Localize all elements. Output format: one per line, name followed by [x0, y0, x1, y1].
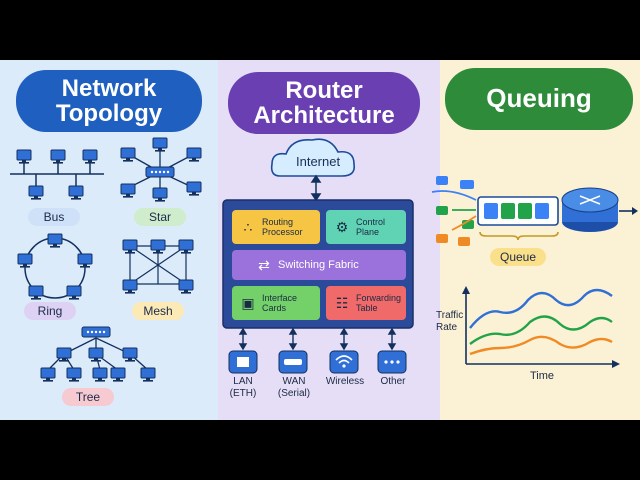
bus-computers	[16, 149, 98, 201]
port-label-wireless: Wireless	[322, 376, 368, 388]
port-lan-l2: (ETH)	[229, 388, 257, 399]
topology-title-line1: Network	[61, 74, 157, 102]
router-title-line2: Architecture	[253, 102, 395, 129]
routing-processor-l2: Processor	[262, 227, 303, 237]
router-title: Router Architecture	[228, 72, 420, 134]
port-wan-l2: (Serial)	[277, 388, 311, 399]
wifi-icon	[335, 355, 353, 364]
diagram-drawing	[10, 137, 638, 383]
queuing-title-text: Queuing	[486, 83, 592, 114]
topology-title-line2: Topology	[55, 100, 163, 127]
gear-icon: ⚙	[335, 218, 349, 235]
traffic-chart	[462, 286, 620, 368]
switching-fabric-text: Switching Fabric	[278, 258, 359, 271]
arrows-icon: ⇄	[258, 256, 270, 273]
traffic-rate-l2: Rate	[436, 321, 458, 333]
control-plane-l1: Control	[356, 216, 386, 227]
routing-icon: ∴	[243, 218, 253, 235]
bus-label: Bus	[28, 208, 80, 226]
tree-label: Tree	[62, 388, 114, 406]
port-other-l1: Other	[380, 376, 406, 387]
router-title-line1: Router	[285, 76, 363, 104]
interface-cards-l2: Cards	[262, 303, 287, 313]
tree-nodes	[40, 326, 156, 383]
ring-label: Ring	[24, 302, 76, 320]
cloud-icon	[270, 138, 356, 177]
serial-icon	[284, 359, 302, 365]
routing-processor-l1: Routing	[262, 216, 294, 227]
port-icons	[228, 350, 407, 374]
switching-fabric-box: ⇄ Switching Fabric	[232, 250, 406, 280]
bus-diagram	[10, 162, 104, 186]
dots-icon	[384, 360, 400, 364]
topology-title: Network Topology	[16, 70, 202, 132]
database-icon: ☷	[335, 294, 349, 311]
router-icon	[561, 187, 619, 232]
infographic: Network Topology Router Architecture Que…	[0, 60, 640, 420]
time-label: Time	[530, 370, 555, 382]
forwarding-table-l2: Table	[356, 303, 378, 313]
interface-cards-l1: Interface	[262, 292, 298, 303]
card-icon: ▣	[241, 294, 255, 311]
internet-label: Internet	[296, 154, 341, 169]
mesh-label: Mesh	[132, 302, 184, 320]
forwarding-table-l1: Forwarding	[356, 292, 402, 303]
port-arrows	[238, 327, 397, 351]
queuing-title: Queuing	[445, 68, 633, 130]
port-wan-l1: WAN	[282, 376, 306, 387]
traffic-rate-l1: Traffic	[436, 310, 464, 321]
ethernet-icon	[237, 357, 249, 367]
ring-diagram	[17, 233, 93, 301]
port-label-other: Other	[374, 376, 412, 388]
internet-arrow	[310, 174, 322, 202]
input-packets	[431, 176, 477, 246]
queue-brace	[479, 231, 559, 241]
port-label-lan: LAN(ETH)	[223, 376, 263, 400]
star-label: Star	[134, 208, 186, 226]
port-wireless-l1: Wireless	[325, 376, 365, 387]
port-lan-l1: LAN	[233, 376, 253, 387]
control-plane-l2: Plane	[356, 227, 380, 237]
star-nodes	[120, 137, 202, 203]
queue-label: Queue	[490, 248, 546, 266]
port-label-wan: WAN(Serial)	[271, 376, 317, 400]
